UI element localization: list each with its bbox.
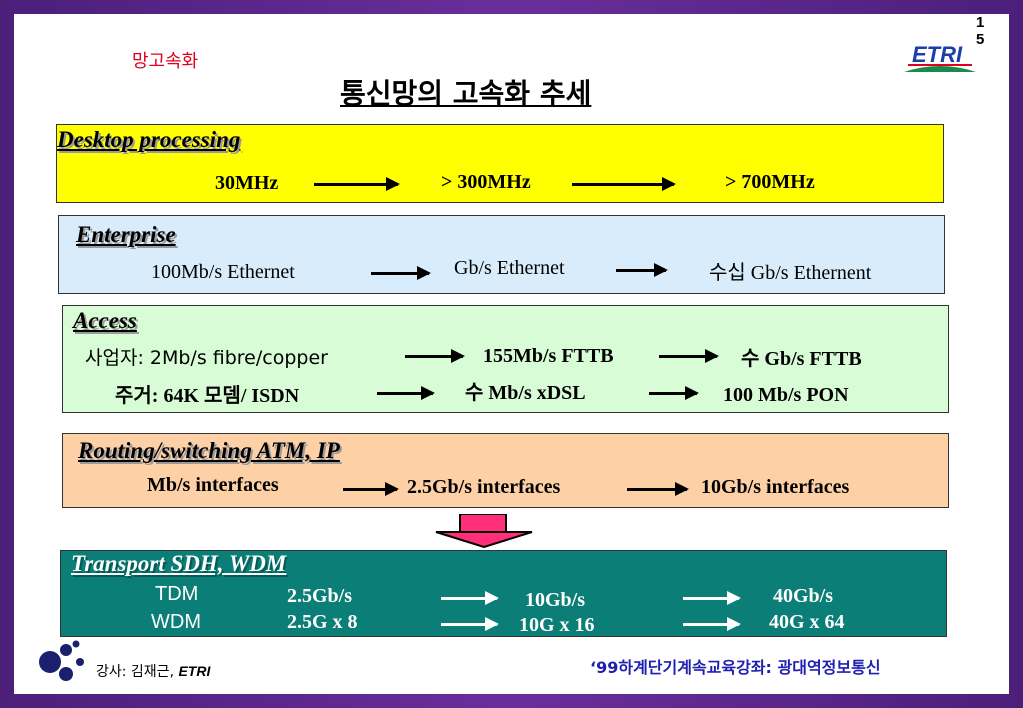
routing-item-3: 10Gb/s interfaces: [701, 476, 850, 498]
dots-logo-icon: [36, 640, 96, 684]
routing-item-1: Mb/s interfaces: [147, 474, 279, 496]
tdm-label: TDM: [155, 583, 199, 605]
routing-switching-box: Routing/switching ATM, IP Mb/s interface…: [62, 433, 949, 508]
desktop-item-2: > 300MHz: [441, 171, 531, 193]
page-title: 통신망의 고속화 추세: [340, 77, 592, 110]
arrow-icon: [405, 349, 465, 363]
routing-item-2: 2.5Gb/s interfaces: [407, 476, 561, 498]
arrow-icon: [377, 386, 435, 400]
arrow-icon: [659, 349, 719, 363]
wdm-label: WDM: [151, 611, 201, 633]
page-number: 1 5: [976, 14, 985, 48]
desktop-processing-title: Desktop processing: [57, 127, 241, 152]
top-tag: 망고속화: [132, 51, 199, 72]
access-row1-item-3: 수 Gb/s FTTB: [741, 348, 862, 370]
etri-logo-graphic: ETRI: [904, 42, 976, 72]
arrow-icon: [649, 386, 699, 400]
access-row2-item-1: 주거: 64K 모뎀/ ISDN: [115, 385, 300, 407]
arrow-icon: [441, 617, 499, 631]
wdm-item-1: 2.5G x 8: [287, 611, 358, 633]
enterprise-box: Enterprise 100Mb/s Ethernet Gb/s Etherne…: [58, 215, 945, 294]
arrow-icon: [683, 617, 741, 631]
arrow-icon: [572, 177, 676, 191]
arrow-icon: [371, 266, 431, 280]
transport-box: Transport SDH, WDM TDM 2.5Gb/s 10Gb/s 40…: [60, 550, 947, 637]
down-arrow-icon: [430, 513, 538, 549]
arrow-icon: [441, 591, 499, 605]
arrow-icon: [616, 263, 668, 277]
arrow-icon: [683, 591, 741, 605]
tdm-item-3: 40Gb/s: [773, 585, 834, 607]
enterprise-title: Enterprise: [76, 222, 176, 247]
desktop-item-3: > 700MHz: [725, 171, 815, 193]
access-box: Access 사업자: 2Mb/s fibre/copper 155Mb/s F…: [62, 305, 949, 413]
desktop-item-1: 30MHz: [215, 172, 279, 194]
enterprise-item-3: 수십 Gb/s Ethernent: [709, 262, 872, 284]
arrow-icon: [343, 482, 399, 496]
tdm-item-1: 2.5Gb/s: [287, 585, 353, 607]
access-row1-item-1: 사업자: 2Mb/s fibre/copper: [85, 347, 328, 369]
access-row2-item-2: 수 Mb/s xDSL: [465, 382, 586, 404]
access-row2-item-3: 100 Mb/s PON: [723, 384, 849, 406]
transport-title: Transport SDH, WDM: [71, 551, 287, 576]
arrow-icon: [314, 177, 400, 191]
wdm-item-3: 40G x 64: [769, 611, 845, 633]
etri-logo-lettering: ETRI: [912, 42, 963, 67]
routing-switching-title: Routing/switching ATM, IP: [78, 438, 340, 463]
etri-logo: ETRI: [902, 38, 978, 74]
wdm-item-2: 10G x 16: [519, 614, 595, 636]
enterprise-item-2: Gb/s Ethernet: [454, 257, 565, 279]
desktop-processing-box: Desktop processing 30MHz > 300MHz > 700M…: [56, 124, 944, 203]
tdm-item-2: 10Gb/s: [525, 589, 586, 611]
arrow-icon: [627, 482, 689, 496]
access-title: Access: [73, 308, 137, 333]
course-info: ‘99하계단기계속교육강좌: 광대역정보통신: [590, 658, 881, 677]
enterprise-item-1: 100Mb/s Ethernet: [151, 261, 295, 283]
lecturer-info: 강사: 김재근, ETRI: [96, 663, 211, 680]
slide: 1 5 ETRI 망고속화 통신망의 고속화 추세 Desktop proces…: [14, 14, 1009, 694]
access-row1-item-2: 155Mb/s FTTB: [483, 345, 614, 367]
